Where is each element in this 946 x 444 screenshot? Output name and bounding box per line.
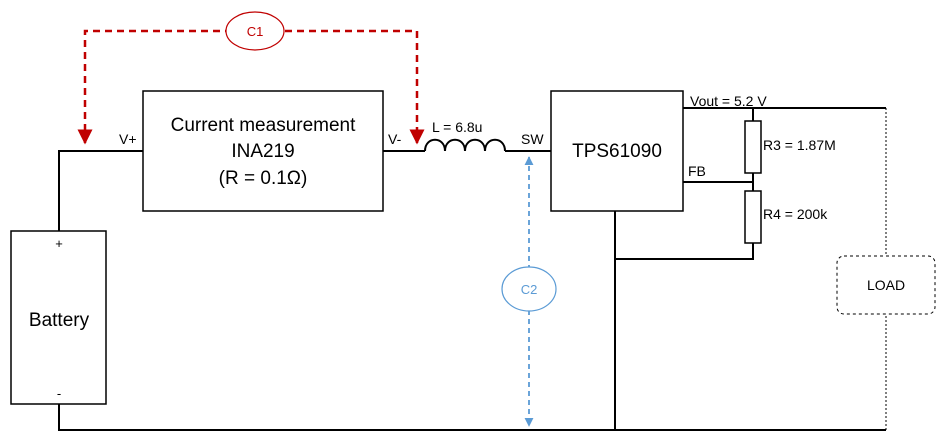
probe-c2-label: C2 — [521, 282, 538, 297]
wire-r4-to-gnd — [615, 243, 754, 260]
probe-c2: C2 — [501, 156, 557, 427]
probe-c1-label: C1 — [247, 24, 264, 39]
ina219-block: Current measurement INA219 (R = 0.1Ω) V+… — [119, 90, 402, 212]
inductor: L = 6.8u — [424, 119, 506, 152]
pin-label-fb: FB — [688, 163, 706, 179]
probe-c2-circle — [501, 266, 557, 312]
battery-plus-sign: + — [55, 236, 63, 251]
load-label: LOAD — [867, 277, 905, 293]
resistor-r4-body — [744, 190, 762, 244]
battery-box — [10, 230, 107, 405]
load: LOAD — [836, 255, 936, 315]
vout-label: Vout = 5.2 V — [690, 93, 767, 109]
pin-label-sw: SW — [521, 131, 544, 147]
ina219-box — [142, 90, 384, 212]
pin-label-vplus: V+ — [119, 131, 137, 147]
load-box — [836, 255, 936, 315]
ina219-line1: Current measurement — [171, 115, 357, 136]
tps61090-label: TPS61090 — [572, 141, 662, 162]
battery-minus-sign: - — [57, 386, 61, 401]
resistor-r3: R3 = 1.87M — [744, 120, 836, 174]
probe-c1: C1 — [77, 11, 425, 145]
probe-c1-circle — [225, 11, 285, 51]
resistor-r4: R4 = 200k — [744, 190, 828, 244]
battery-label: Battery — [29, 310, 90, 331]
tps61090-box — [550, 90, 684, 212]
tps61090-block: TPS61090 SW FB Vout = 5.2 V — [521, 90, 767, 212]
ina219-line3: (R = 0.1Ω) — [219, 168, 308, 189]
ina219-line2: INA219 — [231, 141, 294, 162]
inductor-coil-icon — [424, 138, 506, 152]
wires — [58, 107, 886, 431]
wire-ground-rail — [58, 404, 886, 431]
wire-battery-to-ina — [58, 150, 143, 231]
pin-label-vminus: V- — [388, 131, 402, 147]
inductor-label: L = 6.8u — [432, 119, 482, 135]
resistor-r4-label: R4 = 200k — [763, 206, 828, 222]
resistor-r3-label: R3 = 1.87M — [763, 137, 836, 153]
battery: Battery + - — [10, 230, 107, 405]
resistor-r3-body — [744, 120, 762, 174]
